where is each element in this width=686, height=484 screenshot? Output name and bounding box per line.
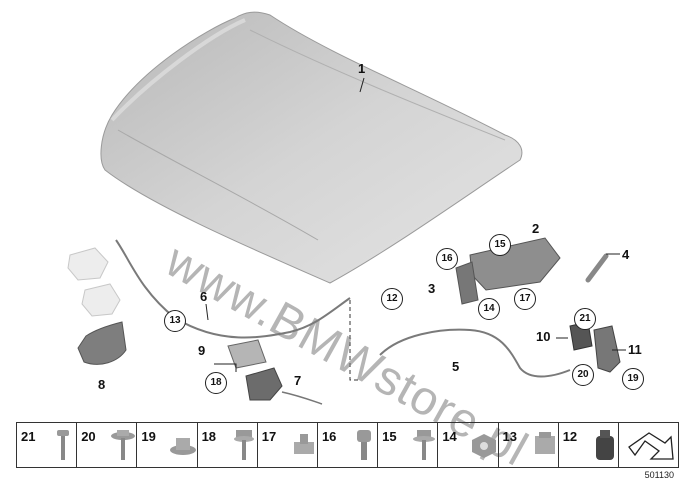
leader-6 [205,303,209,321]
callout-8: 8 [98,377,106,392]
callout-9: 9 [198,343,206,358]
hood-crease-left [117,129,319,241]
legend-number: 20 [81,429,96,444]
clip-nut-icon [293,434,314,454]
hinge-arm [455,261,479,305]
legend-cell-19: 19 [137,423,198,467]
hinge-part [469,237,561,291]
parts-legend-strip: 21 20 19 18 17 16 15 14 [16,422,679,468]
legend-number: 14 [442,429,457,444]
callout-4: 4 [622,247,630,262]
bowden-cable [379,328,571,378]
circled-callout-20: 20 [572,364,594,386]
legend-number: 19 [141,429,156,444]
callout-5: 5 [452,359,460,374]
callout-10: 10 [536,329,551,344]
legend-cell-14: 14 [438,423,499,467]
hood-crease-right [249,29,506,141]
callout-11: 11 [628,342,642,357]
callout-2: 2 [532,221,540,236]
cable-clip-icon [534,432,555,454]
rubber-buffer-icon [595,430,614,460]
circled-callout-17: 17 [514,288,536,310]
callout-1: 1 [358,61,366,76]
circled-callout-12: 12 [381,288,403,310]
bolt-icon [57,430,69,460]
legend-cell-13: 13 [499,423,559,467]
legend-cell-21: 21 [17,423,78,467]
hood-panel [100,11,523,284]
bracket-part-11 [593,325,621,373]
circled-callout-21: 21 [574,308,596,330]
flange-screw-icon [111,430,136,460]
lock-part [245,367,283,401]
release-cable [115,239,351,339]
legend-cell-17: 17 [258,423,318,467]
socket-bolt-icon [356,430,371,460]
flange-nut-icon [170,438,197,455]
legend-cell-18: 18 [198,423,258,467]
hex-nut-icon [472,434,497,458]
legend-number: 12 [562,429,578,444]
legend-number: 18 [201,429,217,444]
lock-cable [281,391,323,405]
legend-cell-12: 12 [559,423,619,467]
diagram-number: 501130 [644,470,674,480]
bracket-part [227,339,267,369]
circled-callout-14: 14 [478,298,500,320]
callout-3: 3 [428,281,436,296]
leader-9-18 [214,363,237,372]
callout-7: 7 [294,373,302,388]
leader-1 [359,77,365,93]
cover-part [77,321,127,365]
direction-arrow-icon [627,432,674,460]
legend-number: 16 [321,429,337,444]
legend-number: 15 [382,429,397,444]
callout-6: 6 [200,289,208,304]
legend-cell-15: 15 [378,423,439,467]
hood-rear-edge [110,18,246,122]
circled-callout-16: 16 [436,248,458,270]
legend-cell-20: 20 [77,423,138,467]
circled-callout-19: 19 [622,368,644,390]
circled-callout-13: 13 [164,310,186,332]
legend-cell-16: 16 [318,423,379,467]
circled-callout-15: 15 [489,234,511,256]
diagram-drawing [67,11,626,405]
gas-strut [585,253,609,283]
legend-number: 17 [261,429,277,444]
latch-ghost-parts [67,247,121,317]
legend-number: 13 [502,429,517,444]
hex-bolt-icon [233,430,254,460]
legend-number: 21 [21,429,36,444]
cable-dash [349,300,360,381]
legend-cell-arrow [619,423,678,467]
collar-screw-icon [413,430,436,460]
circled-callout-18: 18 [205,372,227,394]
